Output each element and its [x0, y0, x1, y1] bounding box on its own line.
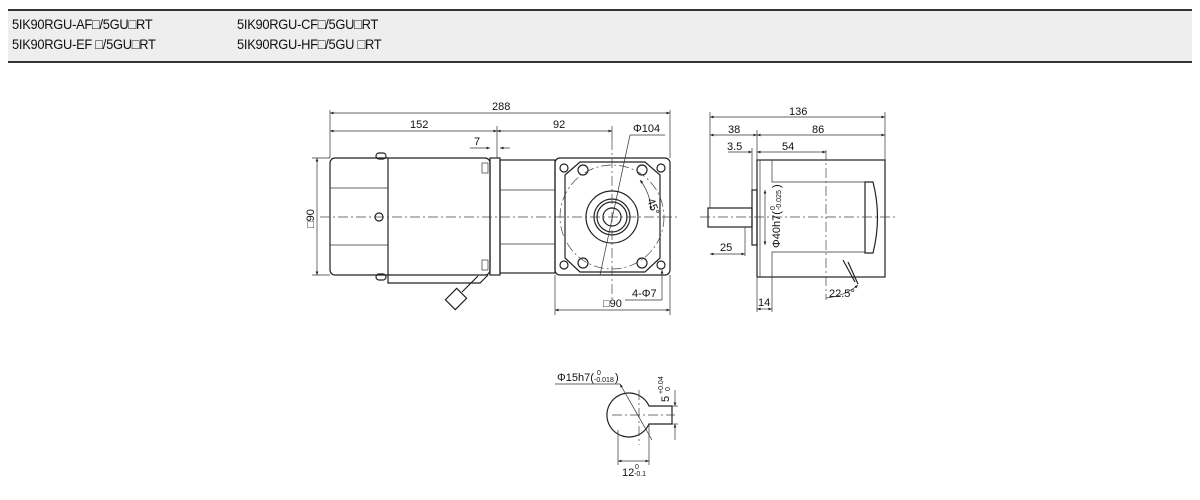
dim-square-bottom: □90: [603, 298, 622, 310]
dim-gear-length: 92: [553, 119, 565, 131]
side-view: 136 38 86 3.5 54 25 14 22.5° Φ40h7( 0 -0…: [700, 106, 895, 312]
dim-step: 3.5: [727, 141, 742, 153]
model-label: 5IK90RGU-AF□/5GU□RT: [12, 16, 153, 32]
dim-flat-tol-upper: 0: [635, 464, 639, 471]
model-label: 5IK90RGU-EF □/5GU□RT: [12, 36, 156, 52]
dim-center: 54: [782, 141, 794, 153]
dim-shaft-total: 38: [728, 124, 740, 136]
dim-flat-tol-lower: -0.1: [634, 471, 646, 478]
dim-angle: 45°: [644, 197, 661, 217]
dim-pilot-close: ): [771, 184, 783, 188]
model-label: 5IK90RGU-CF□/5GU□RT: [237, 16, 379, 32]
dim-shaft-close: ): [615, 372, 619, 384]
dim-shaft-tol-upper: 0: [597, 370, 601, 377]
dim-shaft-diameter: Φ15h7(: [557, 372, 594, 384]
dim-pilot: Φ40h7(: [771, 211, 783, 248]
model-label: 5IK90RGU-HF□/5GU □RT: [237, 36, 382, 52]
dim-key-tol-upper: +0.04: [658, 376, 665, 394]
dim-overall: 288: [492, 101, 510, 113]
dim-cable-angle: 22.5°: [829, 288, 855, 300]
front-view: 288 152 7 92 Φ104 45° 4-Φ7 □90 □90: [305, 101, 680, 315]
dim-flange: 7: [474, 136, 480, 148]
dim-flat: 12: [622, 467, 634, 479]
dim-pilot-tol-upper: 0: [770, 206, 777, 210]
dim-key-tol-lower: 0: [665, 387, 672, 391]
dim-flange-thickness: 14: [758, 297, 770, 309]
model-header: 5IK90RGU-AF□/5GU□RT 5IK90RGU-EF □/5GU□RT…: [8, 9, 1192, 63]
dim-motor-length: 152: [410, 119, 428, 131]
dim-holes: 4-Φ7: [632, 288, 657, 300]
shaft-detail: Φ15h7( 0 -0.018 ) 5 +0.04 0 12 0 -0.1: [555, 370, 678, 479]
dim-pcd: Φ104: [633, 123, 660, 135]
dim-shaft-length: 25: [720, 242, 732, 254]
dim-body: 86: [812, 124, 824, 136]
dim-square-left: □90: [305, 209, 317, 228]
dim-key: 5: [660, 396, 672, 402]
dim-pilot-tol-lower: -0.025: [776, 190, 783, 210]
dim-overall: 136: [789, 106, 807, 118]
dim-shaft-tol-lower: -0.018: [594, 377, 614, 384]
